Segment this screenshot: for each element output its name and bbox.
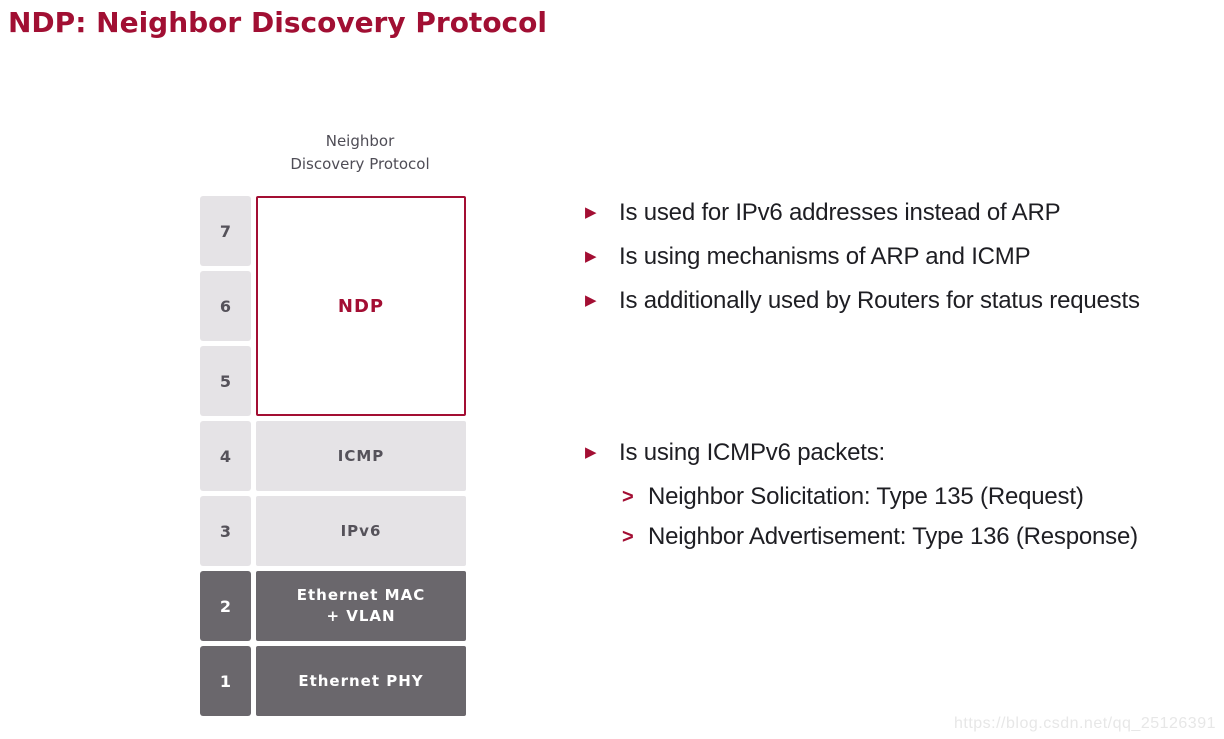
layer-number-7: 7 (200, 196, 251, 266)
layer-number-5: 5 (200, 346, 251, 416)
triangle-bullet-icon: ▶ (585, 444, 597, 461)
triangle-bullet-icon: ▶ (585, 204, 597, 221)
bullet-text: Is using mechanisms of ARP and ICMP (619, 243, 1031, 270)
layer-number-6: 6 (200, 271, 251, 341)
layer-box-icmp: ICMP (256, 421, 466, 491)
protocol-stack: 7 NDP 6 5 4 ICMP 3 IPv6 2 Ethernet MAC +… (200, 196, 466, 716)
sub-bullet-item: > Neighbor Solicitation: Type 135 (Reque… (622, 483, 1215, 511)
bullet-text: Is additionally used by Routers for stat… (619, 287, 1140, 314)
layer-number-3: 3 (200, 496, 251, 566)
triangle-bullet-icon: ▶ (585, 248, 597, 265)
stack-caption-line2: Discovery Protocol (290, 155, 430, 173)
layer-box-ethernet-mac-line1: Ethernet MAC (296, 586, 426, 604)
bullet-list-bottom: ▶ Is using ICMPv6 packets: > Neighbor So… (585, 439, 1215, 563)
layer-number-2: 2 (200, 571, 251, 641)
layer-box-ethernet-phy: Ethernet PHY (256, 646, 466, 716)
chevron-bullet-icon: > (622, 486, 634, 508)
stack-caption-line1: Neighbor (325, 132, 395, 150)
watermark-url: https://blog.csdn.net/qq_25126391 (953, 715, 1216, 732)
bullet-item: ▶ Is used for IPv6 addresses instead of … (585, 199, 1215, 227)
stack-caption: Neighbor Discovery Protocol (255, 130, 465, 176)
page-title: NDP: Neighbor Discovery Protocol (8, 6, 547, 39)
bullet-item: ▶ Is using mechanisms of ARP and ICMP (585, 243, 1215, 271)
layer-box-ipv6: IPv6 (256, 496, 466, 566)
layer-box-ethernet-mac: Ethernet MAC + VLAN (256, 571, 466, 641)
ndp-box: NDP (256, 196, 466, 416)
sub-bullet-text: Neighbor Advertisement: Type 136 (Respon… (648, 523, 1138, 550)
layer-number-1: 1 (200, 646, 251, 716)
bullet-text: Is using ICMPv6 packets: (619, 439, 885, 466)
chevron-bullet-icon: > (622, 526, 634, 548)
sub-bullet-item: > Neighbor Advertisement: Type 136 (Resp… (622, 523, 1215, 551)
sub-bullet-text: Neighbor Solicitation: Type 135 (Request… (648, 483, 1084, 510)
bullet-item: ▶ Is additionally used by Routers for st… (585, 287, 1215, 315)
triangle-bullet-icon: ▶ (585, 292, 597, 309)
bullet-list-top: ▶ Is used for IPv6 addresses instead of … (585, 199, 1215, 331)
layer-number-4: 4 (200, 421, 251, 491)
ndp-box-label: NDP (337, 295, 385, 317)
bullet-item: ▶ Is using ICMPv6 packets: (585, 439, 1215, 467)
bullet-text: Is used for IPv6 addresses instead of AR… (619, 199, 1061, 226)
layer-box-ethernet-mac-line2: + VLAN (326, 607, 396, 625)
